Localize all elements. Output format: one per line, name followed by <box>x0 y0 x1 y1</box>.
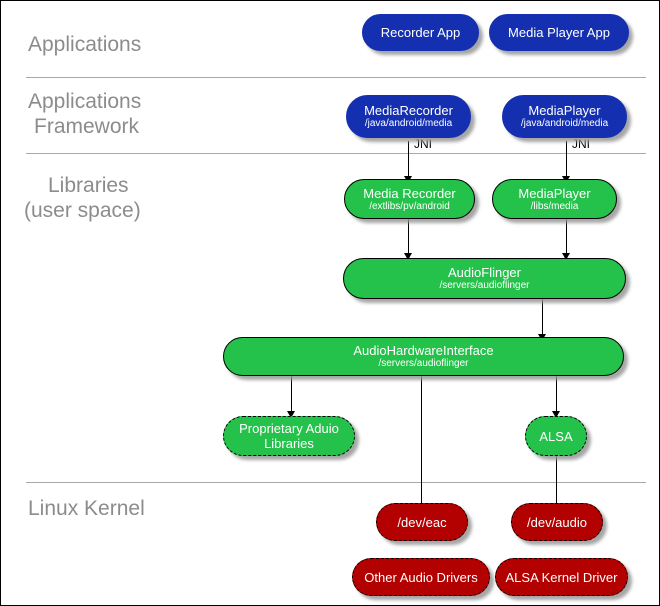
arrowhead-mediaplayer-to-audioflinger <box>562 253 570 260</box>
separator-kernel <box>26 482 646 483</box>
node-alsa-kernel-driver[interactable]: ALSA Kernel Driver <box>495 558 628 596</box>
node-dev-audio-title: /dev/audio <box>527 514 587 530</box>
node-alsa[interactable]: ALSA <box>525 416 587 456</box>
node-other-audio-drivers-title: Other Audio Drivers <box>364 569 478 585</box>
connector-mediaplayer-jni <box>566 141 567 179</box>
node-media-player-app-title: Media Player App <box>508 25 610 40</box>
arrowhead-ahi-to-proprietary-libs <box>287 411 295 418</box>
arrowhead-mediarecorder-to-audioflinger <box>404 253 412 260</box>
node-proprietary-audio-libraries[interactable]: Proprietary Aduio Libraries <box>223 416 355 456</box>
node-dev-eac-title: /dev/eac <box>397 514 447 530</box>
node-audioflinger-title: AudioFlinger <box>448 265 521 280</box>
node-alsa-title: ALSA <box>539 428 573 444</box>
connector-mediarecorder-jni <box>408 141 409 179</box>
node-mediarecorder-framework[interactable]: MediaRecorder /java/android/media <box>346 95 471 138</box>
node-dev-audio[interactable]: /dev/audio <box>511 503 603 541</box>
layer-label-applications-framework-line2: Framework <box>34 115 140 138</box>
node-mediaplayer-framework[interactable]: MediaPlayer /java/android/media <box>502 95 627 138</box>
connector-mediarecorder-to-audioflinger <box>408 219 409 256</box>
connector-ahi-to-alsa <box>556 376 557 414</box>
node-alsa-kernel-driver-title: ALSA Kernel Driver <box>505 569 618 585</box>
node-mediarecorder-framework-path: /java/android/media <box>364 118 453 129</box>
node-proprietary-audio-libraries-title: Proprietary Aduio Libraries <box>239 421 339 451</box>
node-mediaplayer-framework-title: MediaPlayer <box>528 103 601 118</box>
node-media-player-library-title: MediaPlayer <box>518 185 591 201</box>
node-mediaplayer-framework-path: /java/android/media <box>520 118 609 129</box>
node-media-recorder-library-path: /extlibs/pv/android <box>369 200 450 212</box>
node-other-audio-drivers[interactable]: Other Audio Drivers <box>352 558 490 596</box>
node-media-player-library-path: /libs/media <box>530 200 579 212</box>
node-audiohardwareinterface-path: /servers/audioflinger <box>378 358 469 369</box>
node-audiohardwareinterface-title: AudioHardwareInterface <box>353 343 494 358</box>
node-recorder-app[interactable]: Recorder App <box>362 14 479 51</box>
node-media-recorder-library[interactable]: Media Recorder /extlibs/pv/android <box>344 179 475 219</box>
connector-mediaplayer-to-audioflinger <box>566 219 567 256</box>
node-recorder-app-title: Recorder App <box>380 25 461 40</box>
node-audioflinger-path: /servers/audioflinger <box>439 280 530 291</box>
layer-label-libraries-line1: Libraries <box>48 174 129 197</box>
connector-audioflinger-to-audiohardwareinterface <box>542 299 543 337</box>
node-media-recorder-library-title: Media Recorder <box>363 185 456 201</box>
node-mediarecorder-framework-title: MediaRecorder <box>364 103 453 118</box>
layer-label-libraries-line2: (user space) <box>24 199 141 222</box>
node-media-player-app[interactable]: Media Player App <box>489 14 629 51</box>
layer-label-applications: Applications <box>28 33 142 56</box>
layer-label-linux-kernel: Linux Kernel <box>28 497 145 520</box>
edge-label-jni-right: JNI <box>572 137 590 151</box>
node-media-player-library[interactable]: MediaPlayer /libs/media <box>492 179 617 219</box>
node-audioflinger[interactable]: AudioFlinger /servers/audioflinger <box>343 258 626 299</box>
arrowhead-ahi-to-alsa <box>552 411 560 418</box>
separator-applications <box>26 77 646 78</box>
node-audiohardwareinterface[interactable]: AudioHardwareInterface /servers/audiofli… <box>223 337 624 376</box>
connector-ahi-to-dev-eac <box>421 376 422 506</box>
connector-ahi-to-proprietary-libs <box>291 376 292 414</box>
separator-framework <box>26 153 646 154</box>
node-dev-eac[interactable]: /dev/eac <box>376 503 468 541</box>
layer-label-applications-framework-line1: Applications <box>28 90 142 113</box>
connector-alsa-to-dev-audio <box>556 456 557 506</box>
edge-label-jni-left: JNI <box>414 137 432 151</box>
